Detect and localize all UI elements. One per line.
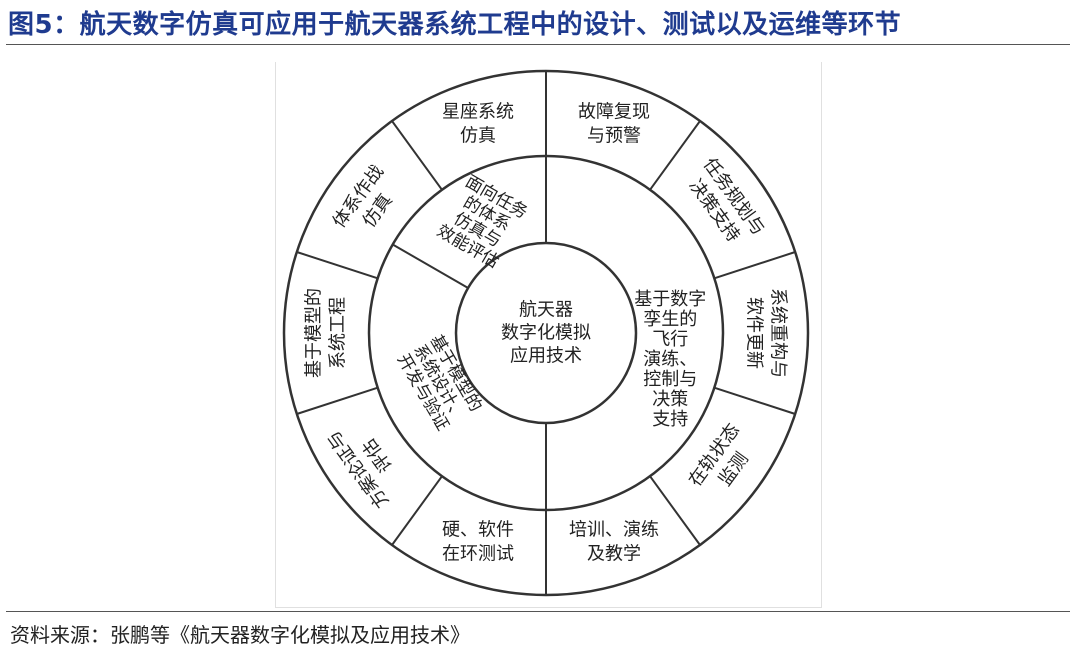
- outer-ring-divider: [649, 475, 701, 546]
- middle-ring-label-line: 支持: [652, 409, 688, 430]
- outer-ring-divider: [391, 475, 443, 546]
- middle-ring-label-line: 孪生的: [643, 309, 697, 330]
- outer-ring-divider: [713, 251, 796, 280]
- outer-ring-divider: [296, 386, 379, 415]
- outer-ring-label-line: 软件更新: [744, 297, 765, 369]
- source-divider: [6, 611, 1070, 612]
- outer-ring-label-line: 仿真: [460, 125, 496, 146]
- middle-ring-label-line: 基于数字: [634, 289, 706, 310]
- outer-ring-label: 基于模型的系统工程: [304, 288, 349, 378]
- outer-ring-label-line: 培训、演练: [569, 520, 659, 541]
- outer-ring-divider: [649, 120, 701, 191]
- outer-ring-label-line: 在环测试: [442, 544, 514, 565]
- middle-ring-divider: [392, 243, 469, 289]
- outer-ring-label-line: 系统工程: [328, 297, 349, 369]
- outer-ring-label-line: 系统重构与: [768, 288, 789, 378]
- outer-ring-label-line: 星座系统: [442, 101, 514, 122]
- outer-ring-divider: [391, 120, 443, 191]
- figure-title: 图5：航天数字仿真可应用于航天器系统工程中的设计、测试以及运维等环节: [8, 10, 902, 40]
- middle-ring-label-line: 决策: [652, 389, 688, 410]
- middle-ring-label-line: 控制与: [643, 369, 697, 390]
- source-note: 资料来源：张鹏等《航天器数字化模拟及应用技术》: [10, 623, 470, 647]
- middle-ring-label-line: 飞行: [652, 329, 688, 350]
- middle-ring-label-line: 演练、: [643, 349, 697, 370]
- center-label-line: 数字化模拟: [501, 323, 591, 344]
- diagram-frame: [275, 62, 822, 608]
- center-label-line: 航天器: [519, 300, 573, 321]
- outer-ring-label-line: 及教学: [587, 544, 641, 565]
- outer-ring-divider: [296, 251, 379, 280]
- outer-ring-label-line: 与预警: [587, 125, 641, 146]
- outer-ring-label-line: 基于模型的: [304, 288, 325, 378]
- outer-ring-divider: [713, 386, 796, 415]
- center-label-line: 应用技术: [510, 346, 582, 367]
- outer-ring-label-line: 硬、软件: [442, 520, 514, 541]
- outer-ring-label-line: 故障复现: [578, 101, 650, 122]
- title-divider: [6, 44, 1070, 45]
